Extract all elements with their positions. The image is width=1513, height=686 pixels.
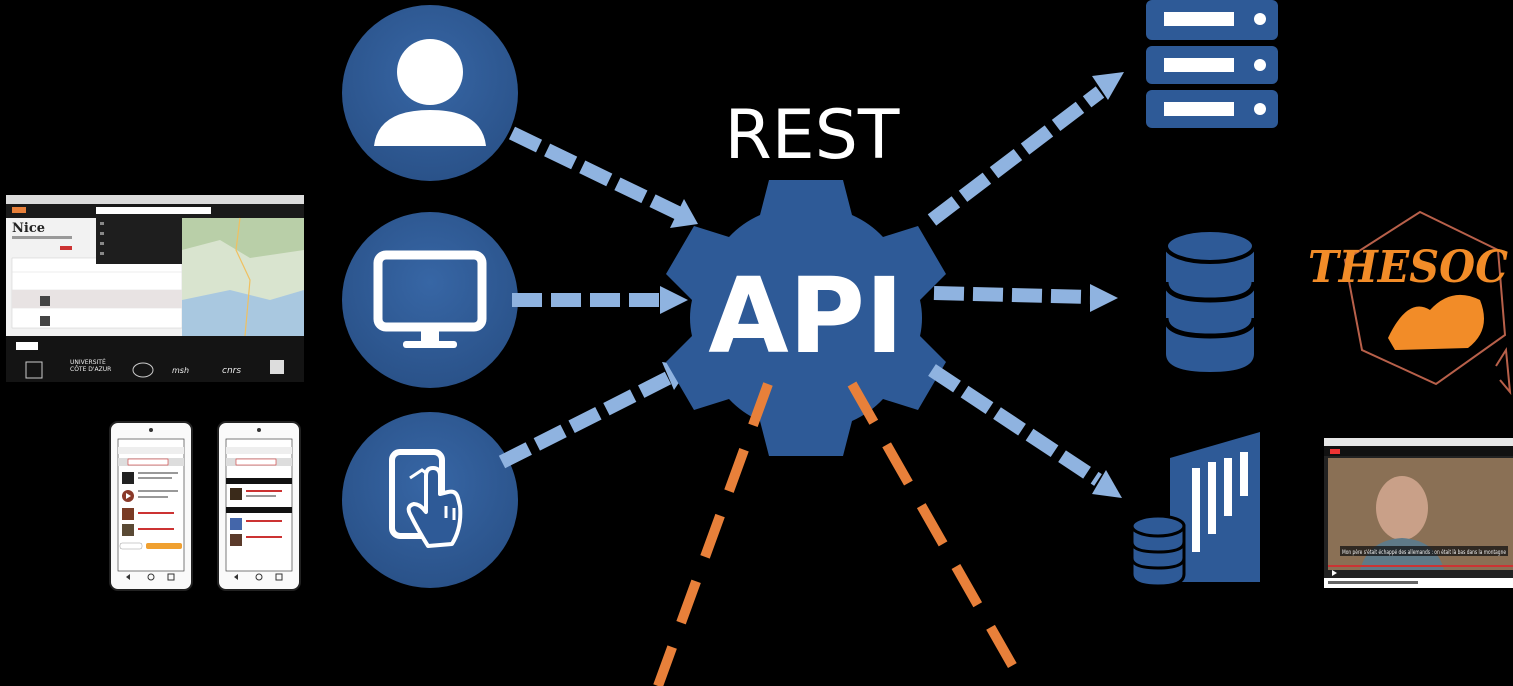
service-arrowheads xyxy=(1090,72,1124,498)
arrow-api-to-database xyxy=(933,286,1091,304)
desktop-client-node xyxy=(342,212,518,388)
video-screenshot: Mon père s'était échappé des allemands :… xyxy=(1324,438,1513,588)
thesoc-logo-text: THESOC xyxy=(1308,242,1508,293)
rest-label: REST xyxy=(725,96,900,175)
user-icon xyxy=(374,39,486,146)
media-database-icon xyxy=(1130,514,1186,588)
monitor-icon xyxy=(373,250,487,348)
api-gear-node: API xyxy=(666,180,946,456)
video-subtitle: Mon père s'était échappé des allemands :… xyxy=(1342,549,1506,556)
media-server-icon xyxy=(1130,432,1260,588)
external-link-1 xyxy=(653,382,773,686)
arrow-api-to-media-server xyxy=(928,364,1102,486)
database-icon xyxy=(1163,228,1257,372)
touch-phone-icon xyxy=(389,449,463,548)
svg-text:UNIVERSITÉ: UNIVERSITÉ xyxy=(70,358,106,366)
web-app-screenshot: Nice UNIVERSITÉ CÔTE D'AZUR msh cnrs xyxy=(6,195,304,382)
svg-text:CÔTE D'AZUR: CÔTE D'AZUR xyxy=(70,366,111,373)
mobile-phone-screenshot-1 xyxy=(109,421,193,591)
web-app-title: Nice xyxy=(12,221,45,236)
thesoc-logo: THESOC xyxy=(1308,210,1512,396)
service-arrows xyxy=(927,86,1105,486)
mobile-client-node xyxy=(342,412,518,588)
arrow-api-to-servers xyxy=(927,86,1105,226)
arrow-mobile-to-api xyxy=(498,369,676,469)
client-arrows xyxy=(498,126,682,469)
svg-text:msh: msh xyxy=(172,366,189,375)
server-rack-icon xyxy=(1146,0,1278,128)
external-links xyxy=(653,381,1029,686)
arrow-user-to-api xyxy=(508,126,682,220)
api-label: API xyxy=(708,255,903,377)
external-link-2 xyxy=(847,381,1029,686)
user-client-node xyxy=(342,5,518,181)
svg-text:cnrs: cnrs xyxy=(222,366,241,376)
mobile-phone-screenshot-2 xyxy=(217,421,301,591)
gear-icon xyxy=(666,180,946,456)
